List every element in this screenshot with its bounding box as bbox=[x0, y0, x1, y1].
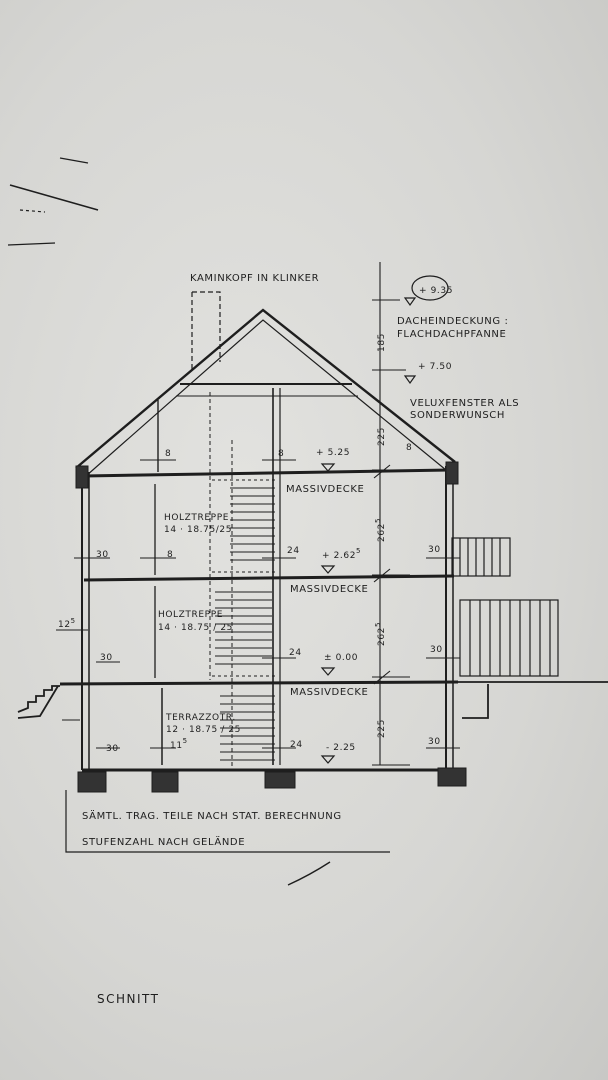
dimension-ticks bbox=[56, 459, 460, 749]
stair-2-name: HOLZTREPPE bbox=[158, 610, 223, 620]
wall-f1-right: 30 bbox=[428, 545, 441, 555]
height-upper-2: 2625 bbox=[374, 622, 387, 646]
wall-f2-base: 30 bbox=[100, 653, 113, 663]
balcony-upper bbox=[451, 537, 511, 577]
wall-f3-right: 30 bbox=[428, 737, 441, 747]
roofing-label-line2: FLACHDACHPFANNE bbox=[397, 329, 506, 340]
wall-f2-left: 125 bbox=[58, 617, 76, 630]
notes-frame bbox=[65, 790, 390, 853]
level-ground: ± 0.00 bbox=[324, 653, 358, 663]
slabs bbox=[59, 468, 459, 772]
level-basement: - 2.25 bbox=[326, 743, 356, 753]
wall-f3-inner: 24 bbox=[290, 740, 303, 750]
wall-f2-right: 30 bbox=[430, 645, 443, 655]
wall-attic-2: 8 bbox=[278, 449, 284, 459]
chimney bbox=[191, 291, 221, 372]
level-attic: + 5.25 bbox=[316, 448, 350, 458]
wall-f2-inner: 24 bbox=[289, 648, 302, 658]
ground-line bbox=[17, 681, 608, 721]
height-roof: 185 bbox=[377, 333, 387, 352]
roofing-label-line1: DACHEINDECKUNG : bbox=[397, 316, 508, 327]
roof bbox=[75, 308, 456, 477]
stair-3-name: TERRAZZOTR. bbox=[165, 713, 236, 723]
stair-1-name: HOLZTREPPE bbox=[164, 513, 229, 523]
level-ridge: + 9.35 bbox=[419, 286, 453, 296]
wall-f1-inner: 24 bbox=[287, 546, 300, 556]
terrace-railing bbox=[459, 599, 559, 677]
wall-f3-left: 30 bbox=[106, 744, 119, 754]
note-line-2: STUFENZAHL NACH GELÄNDE bbox=[82, 835, 245, 848]
height-attic: 225 bbox=[377, 427, 387, 446]
level-eaves: + 7.50 bbox=[418, 362, 452, 372]
stair-1-spec: 14 · 18.75/25 bbox=[164, 525, 232, 535]
height-upper-1: 2625 bbox=[374, 518, 387, 542]
wall-f3-mid: 115 bbox=[170, 737, 188, 751]
wall-f1-left: 30 bbox=[96, 550, 109, 560]
stairs bbox=[212, 479, 275, 761]
stair-3-spec: 12 · 18.75 / 25 bbox=[166, 725, 241, 735]
slab-label-1: MASSIVDECKE bbox=[286, 484, 364, 495]
level-markers bbox=[320, 275, 449, 764]
level-upper: + 2.625 bbox=[322, 547, 361, 561]
drawing-title: SCHNITT bbox=[97, 992, 159, 1006]
height-basement: 225 bbox=[377, 719, 387, 738]
slab-label-2: MASSIVDECKE bbox=[290, 584, 368, 595]
velux-label-line2: SONDERWUNSCH bbox=[410, 410, 505, 421]
wall-attic-3: 8 bbox=[406, 443, 412, 453]
wall-f1-mid: 8 bbox=[167, 550, 173, 560]
stair-2-spec: 14 · 18.75 / 25 bbox=[158, 623, 233, 633]
footings bbox=[75, 461, 467, 793]
chimney-label: KAMINKOPF IN KLINKER bbox=[190, 273, 319, 284]
note-line-1: SÄMTL. TRAG. TEILE NACH STAT. BERECHNUNG bbox=[82, 809, 342, 822]
slab-label-3: MASSIVDECKE bbox=[290, 687, 368, 698]
velux-label-line1: VELUXFENSTER ALS bbox=[410, 398, 519, 409]
stray-marks bbox=[7, 157, 331, 886]
wall-attic-1: 8 bbox=[165, 449, 171, 459]
